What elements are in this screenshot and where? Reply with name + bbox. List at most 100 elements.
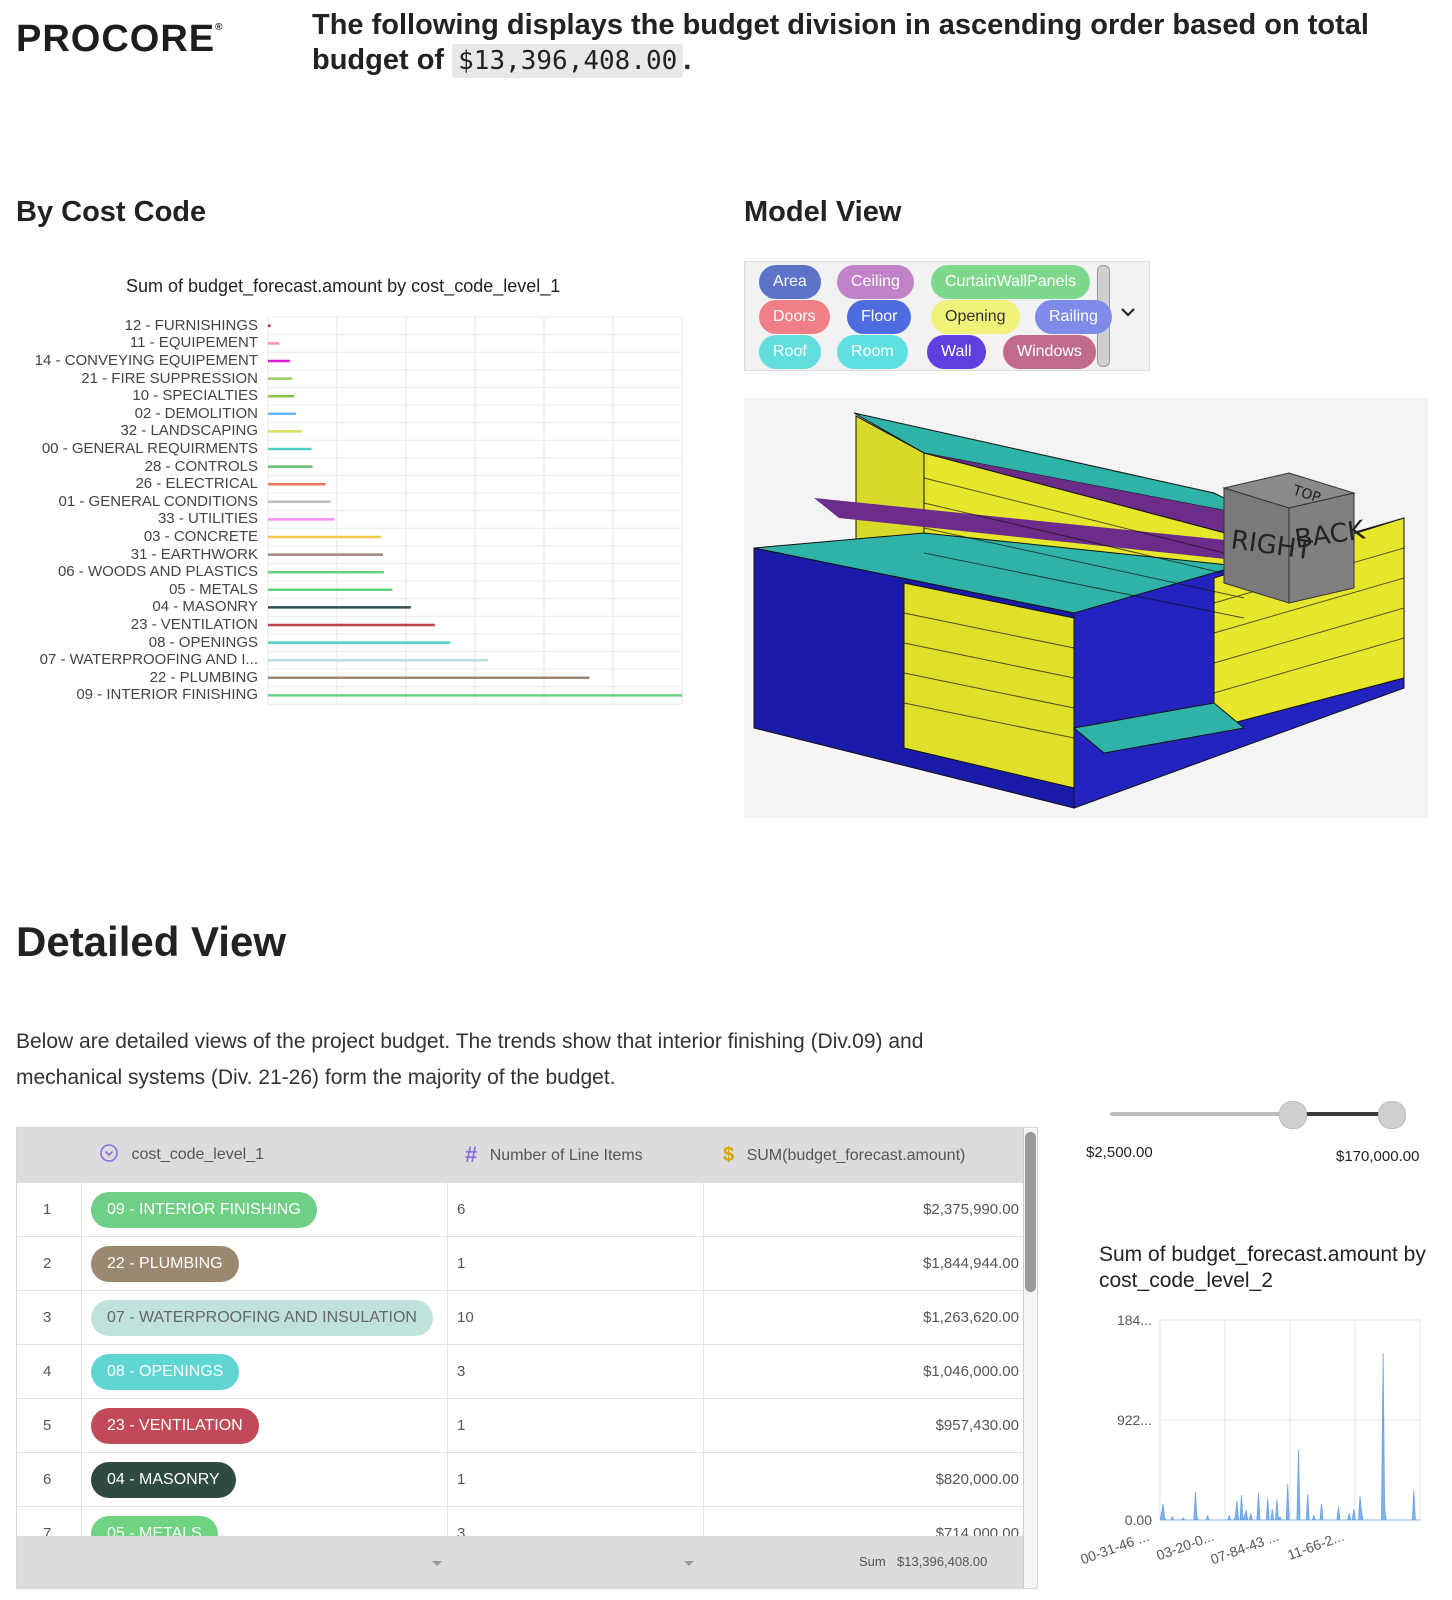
slider-low-handle[interactable] [1278,1101,1307,1129]
cost-code-pill: 07 - WATERPROOFING AND INSULATION [91,1300,433,1336]
model-tag-opening[interactable]: Opening [931,300,1020,334]
footer-sum-value: $13,396,408.00 [897,1554,988,1569]
budget-sum: $2,375,990.00 [923,1201,1019,1218]
budget-sum: $1,263,620.00 [923,1309,1019,1326]
budget-sum: $1,844,944.00 [923,1255,1019,1272]
bar-category-label: 23 - VENTILATION [130,616,258,633]
bar-category-label: 04 - MASONRY [152,598,258,616]
by-cost-code-heading: By Cost Code [16,196,207,228]
bar-category-label: 08 - OPENINGS [148,633,258,651]
bar-category-label: 03 - CONCRETE [143,528,258,545]
cost-code-level-2-chart-title: Sum of budget_forecast.amount by cost_co… [1099,1243,1426,1292]
dropdown-circle-icon [100,1144,118,1162]
cost-code-pill: 23 - VENTILATION [91,1408,259,1444]
table-footer: Sum $13,396,408.00 [17,1536,1023,1588]
cost-code-column-header[interactable]: cost_code_level_1 [99,1128,264,1182]
row-index: 1 [43,1201,52,1218]
bar-category-label: 06 - WOODS AND PLASTICS [57,563,258,581]
row-index: 5 [43,1417,52,1434]
bar-category-label: 28 - CONTROLS [144,457,258,475]
page-headline: The following displays the budget divisi… [312,9,1369,78]
slider-max-label: $170,000.00 [1336,1148,1420,1165]
bar-category-label: 09 - INTERIOR FINISHING [76,686,258,704]
slider-min-label: $2,500.00 [1086,1144,1153,1161]
table-row[interactable]: 2 22 - PLUMBING 1 $1,844,944.00 [17,1236,1023,1291]
table-row[interactable]: 3 07 - WATERPROOFING AND INSULATION 10 $1,2… [17,1290,1023,1345]
table-scrollbar-thumb[interactable] [1025,1132,1036,1292]
chevron-down-icon[interactable] [1118,302,1138,322]
model-tag-room[interactable]: Room [837,335,908,369]
bar-category-label: 32 - LANDSCAPING [120,422,258,440]
budget-sum: $1,046,000.00 [923,1363,1019,1380]
bar-category-label: 14 - CONVEYING EQUIPEMENT [34,352,258,369]
model-tag-roof[interactable]: Roof [759,335,821,369]
line-items-column-header[interactable]: # Number of Line Items [465,1142,643,1167]
y-tick-label: 0.00 [1125,1512,1152,1528]
table-header: cost_code_level_1 # Number of Line Items… [17,1128,1023,1182]
bar-category-label: 10 - SPECIALTIES [132,387,258,405]
bar-category-label: 02 - DEMOLITION [134,404,258,422]
y-tick-label: 184... [1117,1312,1152,1328]
bar-category-label: 21 - FIRE SUPPRESSION [81,369,258,387]
model-tag-doors[interactable]: Doors [759,300,830,334]
row-index: 3 [43,1309,52,1326]
cost-code-pill: 22 - PLUMBING [91,1246,239,1282]
chevron-down-icon[interactable] [683,1560,695,1568]
line-item-count: 3 [457,1363,466,1380]
headline-amount: $13,396,408.00 [452,44,684,78]
table-scrollbar[interactable] [1023,1128,1037,1588]
model-tag-windows[interactable]: Windows [1003,335,1096,369]
bar-category-label: 33 - UTILITIES [157,510,258,528]
procore-logo: PROCORE® [16,18,224,60]
model-tag-wall[interactable]: Wall [927,335,986,369]
line-item-count: 10 [457,1309,474,1326]
cost-code-pill: 08 - OPENINGS [91,1354,240,1390]
chevron-down-icon[interactable] [431,1560,443,1568]
cost-code-bar-chart [267,316,683,705]
model-tag-railing[interactable]: Railing [1035,300,1112,334]
slider-high-handle[interactable] [1378,1101,1406,1129]
headline-text: The following displays the budget divisi… [312,9,1369,76]
x-tick-label: 11-66-2... [1285,1528,1346,1563]
y-tick-label: 922... [1117,1412,1152,1428]
model-tag-area[interactable]: Area [759,265,821,299]
detailed-view-heading: Detailed View [16,918,287,965]
bar-category-label: 22 - PLUMBING [149,668,258,686]
dollar-icon: $ [723,1144,735,1166]
table-row[interactable]: 4 08 - OPENINGS 3 $1,046,000.00 [17,1344,1023,1399]
bar-category-label: 07 - WATERPROOFING AND I... [39,651,258,669]
bar-category-label: 26 - ELECTRICAL [135,475,258,493]
bar-category-label: 11 - EQUIPEMENT [129,334,258,352]
cost-code-pill: 09 - INTERIOR FINISHING [91,1192,317,1228]
row-index: 7 [43,1525,52,1542]
sum-column-header[interactable]: $ SUM(budget_forecast.amount) [723,1144,966,1166]
model-tag-curtainwallpanels[interactable]: CurtainWallPanels [931,265,1091,299]
bar-category-label: 01 - GENERAL CONDITIONS [58,492,258,510]
line-item-count: 3 [457,1525,466,1542]
budget-sum: $957,430.00 [935,1417,1019,1434]
budget-range-slider[interactable] [1110,1099,1406,1129]
bar-category-label: 05 - METALS [169,580,258,598]
slider-track [1110,1112,1404,1116]
budget-data-table: cost_code_level_1 # Number of Line Items… [16,1127,1038,1589]
cost-code-pill: 04 - MASONRY [91,1462,236,1498]
model-tag-ceiling[interactable]: Ceiling [837,265,914,299]
model-viewer-3d[interactable]: TOP RIGHT BACK [744,398,1428,818]
bar-category-label: 31 - EARTHWORK [130,545,258,563]
line-item-count: 1 [457,1471,466,1488]
x-tick-label: 00-31-46 ... [1078,1528,1151,1568]
area-series[interactable] [1159,1353,1420,1521]
row-index: 4 [43,1363,52,1380]
hash-icon: # [465,1142,478,1167]
model-tag-floor[interactable]: Floor [847,300,912,334]
x-tick-label: 03-20-0... [1154,1528,1216,1564]
row-index: 6 [43,1471,52,1488]
line-item-count: 1 [457,1255,466,1272]
row-index: 2 [43,1255,52,1272]
slider-selected-range [1291,1112,1391,1116]
